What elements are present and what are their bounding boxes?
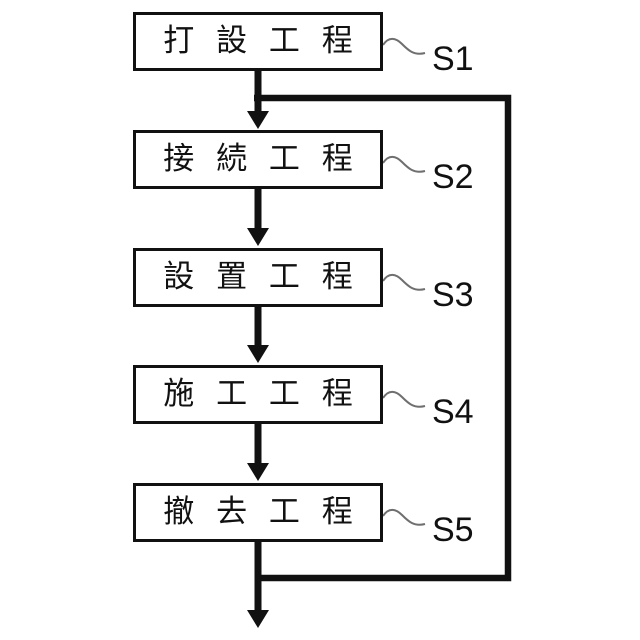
flow-arrow-s4-s5 (247, 423, 269, 481)
flow-arrow-s2-s3 (247, 188, 269, 246)
step-label-s3: S3 (432, 276, 474, 314)
process-box-label: 接 続 工 程 (163, 141, 359, 177)
step-label-s1: S1 (432, 40, 474, 78)
flow-arrow-exit (247, 540, 269, 628)
process-box-s3: 設 置 工 程 (133, 248, 383, 307)
process-box-s5: 撤 去 工 程 (133, 483, 383, 542)
process-box-s4: 施 工 工 程 (133, 365, 383, 424)
process-box-label: 施 工 工 程 (163, 376, 359, 412)
flow-arrow-s1-s2 (247, 71, 269, 129)
squiggle-connector-s2 (382, 155, 426, 173)
squiggle-connector-s5 (382, 508, 426, 526)
squiggle-connector-s3 (382, 273, 426, 291)
flow-arrow-s3-s4 (247, 306, 269, 363)
arrowhead-icon (247, 345, 269, 363)
squiggle-connector-s1 (382, 37, 426, 55)
squiggle-connector-s4 (382, 390, 426, 408)
arrowhead-icon (247, 111, 269, 129)
feedback-loop-line (254, 94, 512, 582)
step-label-s2: S2 (432, 158, 474, 196)
process-box-s2: 接 続 工 程 (133, 130, 383, 189)
step-label-s4: S4 (432, 393, 474, 431)
process-box-s1: 打 設 工 程 (133, 12, 383, 71)
process-box-label: 撤 去 工 程 (163, 494, 359, 530)
arrowhead-icon (247, 228, 269, 246)
step-label-s5: S5 (432, 511, 474, 549)
process-box-label: 打 設 工 程 (163, 23, 359, 59)
arrowhead-icon (247, 610, 269, 628)
arrowhead-icon (247, 463, 269, 481)
process-box-label: 設 置 工 程 (163, 259, 359, 295)
